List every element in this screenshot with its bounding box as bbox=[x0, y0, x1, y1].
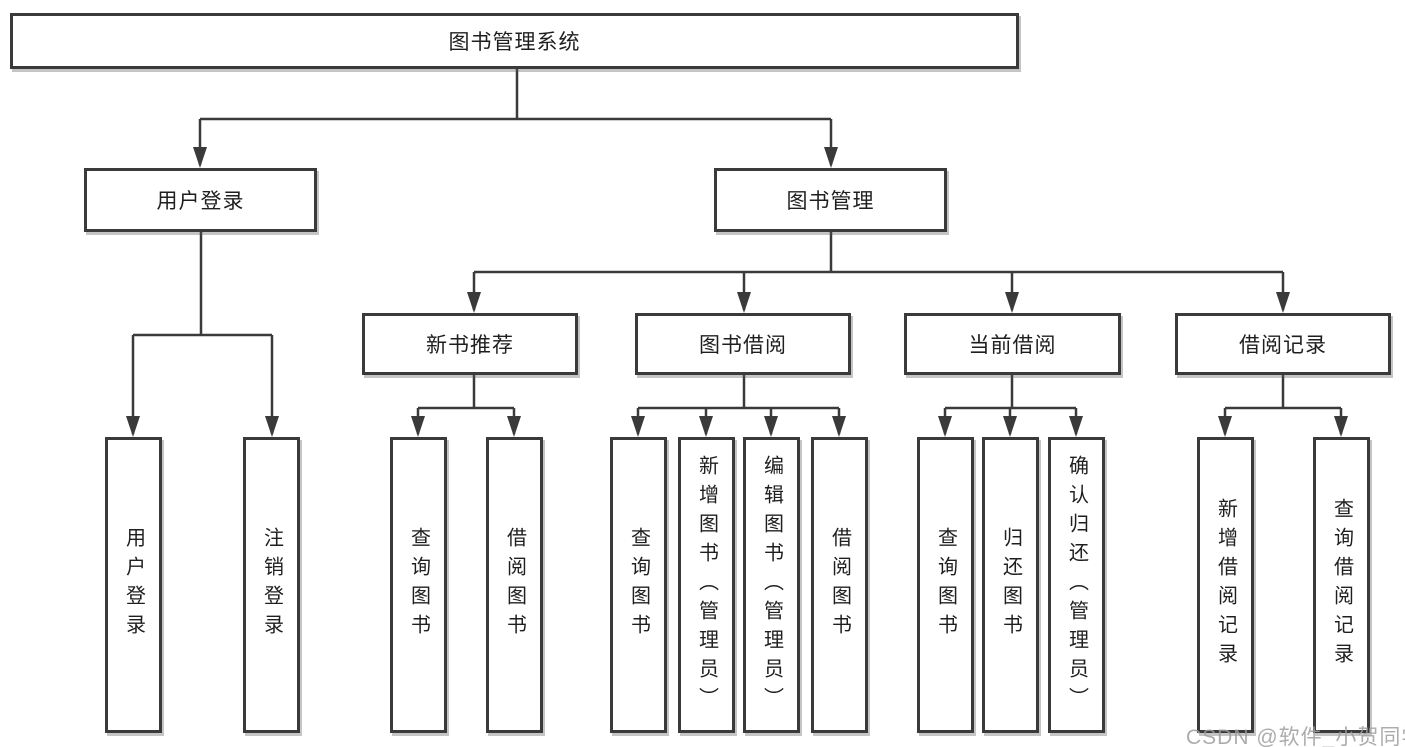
leaf-user-login: 用户登录 bbox=[105, 437, 162, 733]
arrowheads bbox=[126, 147, 1348, 437]
node-new-book-recommend: 新书推荐 bbox=[362, 313, 578, 375]
node-label: 新增图书（管理员） bbox=[695, 454, 718, 716]
node-label: 注销登录 bbox=[260, 527, 283, 643]
leaf-edit-book-admin: 编辑图书（管理员） bbox=[743, 437, 800, 733]
node-label: 编辑图书（管理员） bbox=[760, 454, 783, 716]
node-label: 查询图书 bbox=[934, 527, 957, 643]
leaf-borrow-books-recommend: 借阅图书 bbox=[486, 437, 543, 733]
node-label: 借阅记录 bbox=[1239, 334, 1327, 357]
leaf-add-book-admin: 新增图书（管理员） bbox=[678, 437, 735, 733]
leaf-return-book: 归还图书 bbox=[982, 437, 1039, 733]
leaf-query-borrow-record: 查询借阅记录 bbox=[1313, 437, 1370, 733]
node-label: 图书管理系统 bbox=[448, 31, 581, 54]
node-borrow-records: 借阅记录 bbox=[1175, 313, 1391, 375]
leaf-confirm-return-admin: 确认归还（管理员） bbox=[1048, 437, 1105, 733]
node-root: 图书管理系统 bbox=[10, 13, 1019, 69]
leaf-borrow-books: 借阅图书 bbox=[811, 437, 868, 733]
node-current-borrowing: 当前借阅 bbox=[904, 313, 1121, 375]
node-label: 借阅图书 bbox=[828, 527, 851, 643]
connector-strokes bbox=[131, 69, 1343, 434]
node-label: 用户登录 bbox=[122, 527, 145, 643]
node-label: 当前借阅 bbox=[968, 334, 1057, 357]
node-label: 查询图书 bbox=[407, 527, 430, 643]
node-label: 查询借阅记录 bbox=[1330, 498, 1353, 672]
leaf-query-books-borrowing: 查询图书 bbox=[610, 437, 667, 733]
node-book-management: 图书管理 bbox=[714, 168, 947, 232]
node-book-borrowing: 图书借阅 bbox=[635, 313, 851, 375]
csdn-watermark: CSDN @软件_小贺同学 bbox=[1186, 726, 1405, 747]
node-label: 图书借阅 bbox=[699, 334, 787, 357]
leaf-logout: 注销登录 bbox=[243, 437, 300, 733]
node-label: 用户登录 bbox=[156, 190, 245, 213]
leaf-add-borrow-record: 新增借阅记录 bbox=[1197, 437, 1254, 733]
node-label: 借阅图书 bbox=[503, 527, 526, 643]
node-label: 确认归还（管理员） bbox=[1065, 454, 1088, 716]
node-label: 新增借阅记录 bbox=[1214, 498, 1237, 672]
node-label: 图书管理 bbox=[786, 190, 875, 213]
node-label: 新书推荐 bbox=[426, 334, 514, 357]
node-label: 归还图书 bbox=[999, 527, 1022, 643]
leaf-query-books-current: 查询图书 bbox=[917, 437, 974, 733]
leaf-query-books-recommend: 查询图书 bbox=[390, 437, 447, 733]
node-user-login: 用户登录 bbox=[84, 168, 317, 232]
node-label: 查询图书 bbox=[627, 527, 650, 643]
